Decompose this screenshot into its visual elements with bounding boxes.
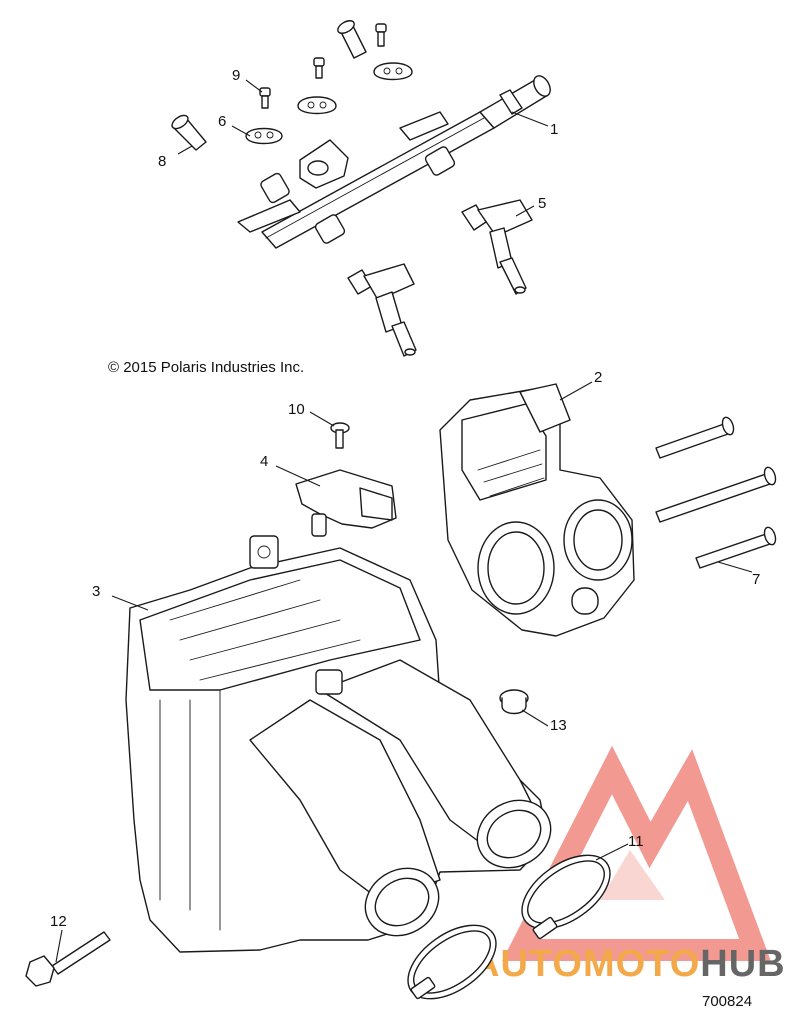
watermark-text: AUTOMOTOHUB: [472, 943, 786, 985]
grommet-6-b: [297, 96, 337, 115]
bolt-8: [171, 114, 207, 151]
callout-8: 8: [158, 153, 166, 170]
long-bolt-7a: [655, 416, 735, 459]
callout-4: 4: [260, 453, 268, 470]
callout-13: 13: [550, 717, 567, 734]
screw-9: [259, 87, 271, 109]
copyright-notice: © 2015 Polaris Industries Inc.: [108, 359, 304, 376]
screw-9-c: [375, 23, 387, 47]
watermark-text-moto: MOTO: [583, 943, 700, 985]
screw-10: [330, 422, 350, 449]
callout-6: 6: [218, 113, 226, 130]
fuel-injector-upper: [461, 199, 533, 295]
watermark-logo: [502, 745, 771, 961]
throttle-body: [439, 383, 635, 637]
callout-10: 10: [288, 401, 305, 418]
callout-12: 12: [50, 913, 67, 930]
leader-lines: [55, 79, 753, 963]
callout-11: 11: [628, 833, 644, 850]
grommet-6: [245, 127, 283, 145]
long-bolt-7c: [695, 526, 777, 569]
intake-manifold: [125, 535, 552, 953]
long-bolt-7b: [655, 466, 777, 523]
callout-1: 1: [550, 121, 558, 138]
screw-9-b: [313, 57, 325, 79]
callout-labels: 1 2 3 4 5 6 7 8 9 10 11 12 13: [50, 67, 760, 930]
grommet-6-c: [373, 62, 413, 81]
callout-9: 9: [232, 67, 240, 84]
callout-2: 2: [594, 369, 602, 386]
watermark-text-hub: HUB: [700, 943, 785, 985]
callout-3: 3: [92, 583, 100, 600]
callout-5: 5: [538, 195, 546, 212]
bolt-12: [25, 931, 111, 987]
hose-clamp-11-b: [521, 854, 611, 940]
callout-7: 7: [752, 571, 760, 588]
fuel-rail: [237, 75, 551, 249]
fuel-injector-lower: [347, 263, 417, 357]
hose-clamp-11-a: [407, 924, 497, 1000]
diagram-id: 700824: [702, 993, 752, 1010]
bolt-8-b: [337, 20, 367, 59]
grommet-13: [499, 689, 529, 715]
map-sensor: [295, 469, 397, 537]
